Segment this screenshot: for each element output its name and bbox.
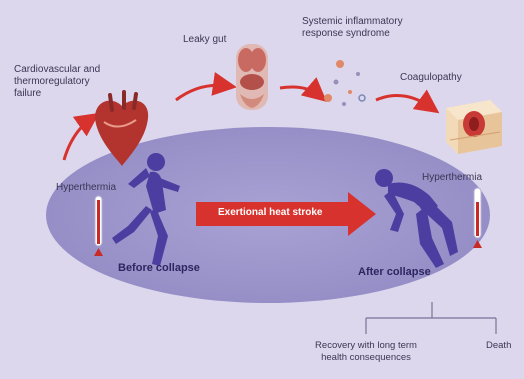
label-sirs: Systemic inflammatory response syndrome	[302, 16, 442, 40]
arrow-to-leaky-gut	[176, 85, 228, 100]
label-hyperthermia-left: Hyperthermia	[56, 182, 116, 194]
arrow-to-sirs	[280, 87, 320, 96]
label-leaky-gut: Leaky gut	[183, 34, 226, 46]
label-hyperthermia-right: Hyperthermia	[422, 172, 482, 184]
outcome-branch	[366, 302, 496, 334]
organs-icon	[236, 44, 268, 110]
arrow-to-cardio	[64, 118, 92, 160]
label-after-collapse: After collapse	[358, 266, 431, 278]
cytokine-cluster-icon	[324, 60, 365, 106]
banner-label: Exertional heat stroke	[218, 207, 322, 218]
label-before-collapse: Before collapse	[118, 262, 200, 274]
arrow-to-coagulopathy	[376, 96, 432, 109]
label-recovery: Recovery with long term health consequen…	[296, 340, 436, 364]
label-cardiovascular: Cardiovascular and thermoregulatory fail…	[14, 64, 124, 100]
label-death: Death	[486, 340, 511, 352]
blood-vessel-icon	[446, 100, 502, 154]
label-coagulopathy: Coagulopathy	[400, 72, 462, 84]
